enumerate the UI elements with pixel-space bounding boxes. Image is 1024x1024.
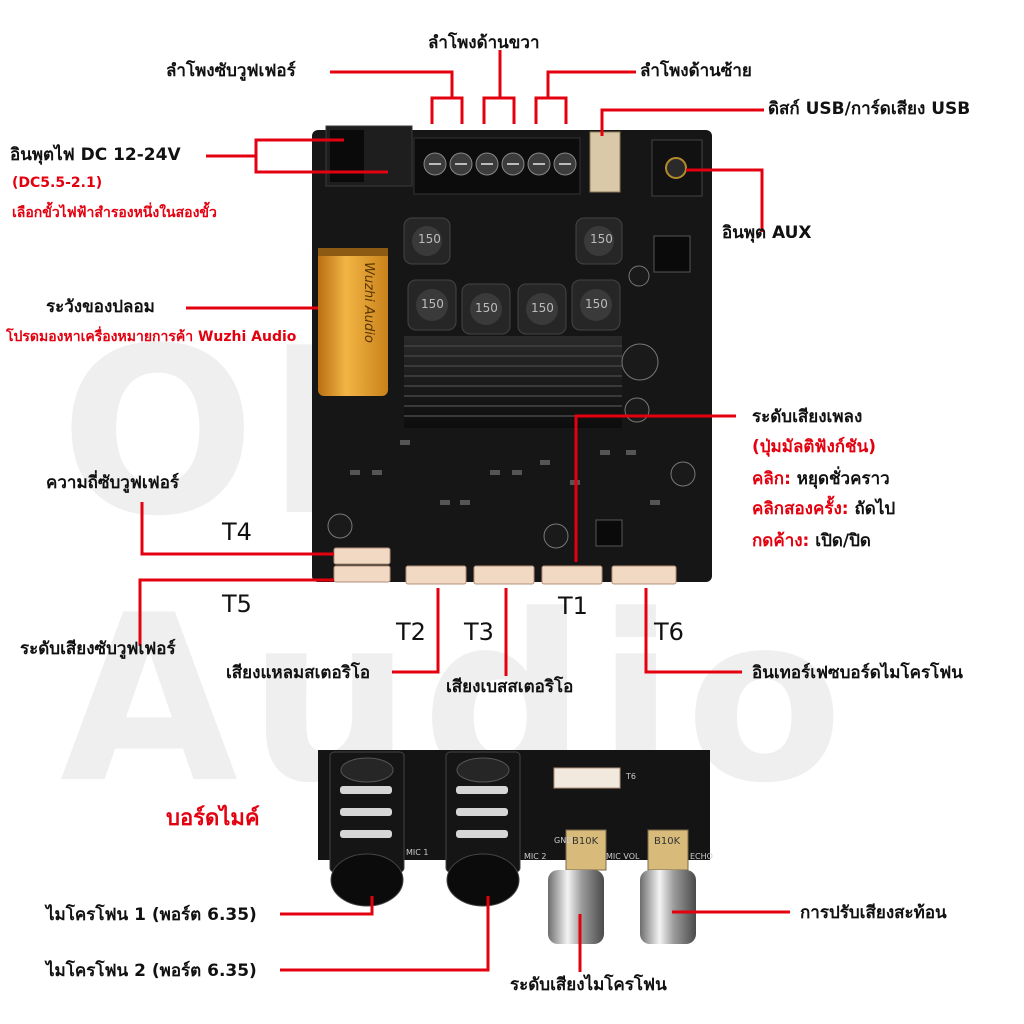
silk-t6: T6 (626, 772, 636, 781)
connector-t3 (473, 565, 535, 585)
label-right-speaker: ลำโพงด้านขวา (428, 33, 540, 53)
double-key: คลิกสองครั้ง: (752, 499, 849, 519)
label-t3: T3 (464, 618, 494, 646)
label-sub-freq: ความถี่ซับวูฟเฟอร์ (46, 473, 180, 493)
mic-volume-knob (548, 870, 604, 944)
connector-t4 (333, 547, 391, 565)
silk-gnd: GND (554, 836, 573, 845)
connector-t5 (333, 565, 391, 583)
connector-t1 (541, 565, 603, 585)
label-left-speaker: ลำโพงด้านซ้าย (640, 61, 752, 81)
connector-t2 (405, 565, 467, 585)
label-t6: T6 (654, 618, 684, 646)
label-click: คลิก: หยุดชั่วคราว (752, 470, 890, 489)
label-treble: เสียงแหลมสเตอริโอ (226, 663, 371, 683)
line-usb (600, 108, 764, 136)
label-mic-board: บอร์ดไมค์ (166, 806, 260, 831)
line-mic1 (280, 896, 374, 916)
inductor-label: 150 (585, 297, 608, 311)
line-subfreq (140, 502, 334, 556)
label-echo: การปรับเสียงสะท้อน (800, 903, 947, 923)
line-mic2 (280, 896, 490, 972)
label-t5: T5 (222, 590, 252, 618)
line-music (574, 414, 736, 562)
label-bass: เสียงเบสสเตอริโอ (446, 677, 574, 697)
label-music-volume: ระดับเสียงเพลง (752, 407, 863, 427)
inductor-label: 150 (418, 232, 441, 246)
silk-mic2: MIC 2 (524, 852, 547, 861)
label-mic1: ไมโครโฟน 1 (พอร์ต 6.35) (46, 905, 257, 925)
echo-knob (640, 870, 696, 944)
label-mic-volume: ระดับเสียงไมโครโฟน (510, 975, 667, 995)
silk-mic1: MIC 1 (406, 848, 429, 857)
label-fake-warning: ระวังของปลอม (46, 297, 155, 317)
label-double-click: คลิกสองครั้ง: ถัดไป (752, 500, 895, 519)
inductor-label: 150 (590, 232, 613, 246)
label-fake-note: โปรดมองหาเครื่องหมายการค้า Wuzhi Audio (6, 329, 297, 345)
label-usb: ดิสก์ USB/การ์ดเสียง USB (768, 99, 971, 119)
label-t4: T4 (222, 518, 252, 546)
label-mic2: ไมโครโฟน 2 (พอร์ต 6.35) (46, 961, 257, 981)
silk-echo: ECHO (690, 852, 713, 861)
line-dc (206, 138, 344, 158)
label-t2: T2 (396, 618, 426, 646)
line-treble (392, 588, 440, 674)
silk-micvol: MIC VOL (606, 852, 640, 861)
inductor-label: 150 (475, 301, 498, 315)
label-multifunction: (ปุ่มมัลติฟังก์ชัน) (752, 437, 876, 457)
label-sub-volume: ระดับเสียงซับวูฟเฟอร์ (20, 639, 176, 659)
inductor-label: 150 (531, 301, 554, 315)
label-aux-input: อินพุต AUX (722, 223, 812, 243)
label-dc-note: เลือกขั้วไฟฟ้าสำรองหนึ่งในสองขั้ว (12, 205, 217, 221)
inductor-label: 150 (421, 297, 444, 311)
label-t1: T1 (558, 592, 588, 620)
line-aux (686, 168, 764, 232)
line-left (546, 70, 636, 98)
line-subwoofer (330, 70, 454, 98)
heatsink (404, 336, 622, 428)
hold-val: เปิด/ปิด (809, 531, 871, 551)
click-key: คลิก: (752, 469, 791, 489)
usb-connector (589, 131, 621, 193)
bulk-capacitor (318, 248, 388, 396)
label-mic-interface: อินเทอร์เฟซบอร์ดไมโครโฟน (752, 663, 963, 683)
double-val: ถัดไป (848, 499, 896, 519)
hold-key: กดค้าง: (752, 531, 810, 551)
label-subwoofer-speaker: ลำโพงซับวูฟเฟอร์ (166, 61, 296, 81)
connector-t6 (611, 565, 677, 585)
line-micif (644, 588, 742, 674)
pot-label: B10K (654, 836, 681, 847)
pot-label: B10K (572, 836, 599, 847)
label-dc-input: อินพุตไฟ DC 12-24V (10, 145, 181, 165)
capacitor-brand: Wuzhi Audio (361, 262, 376, 343)
line-subvol (138, 578, 334, 646)
label-dc-spec: (DC5.5-2.1) (12, 175, 103, 191)
click-val: หยุดชั่วคราว (790, 469, 890, 489)
label-hold: กดค้าง: เปิด/ปิด (752, 532, 871, 551)
